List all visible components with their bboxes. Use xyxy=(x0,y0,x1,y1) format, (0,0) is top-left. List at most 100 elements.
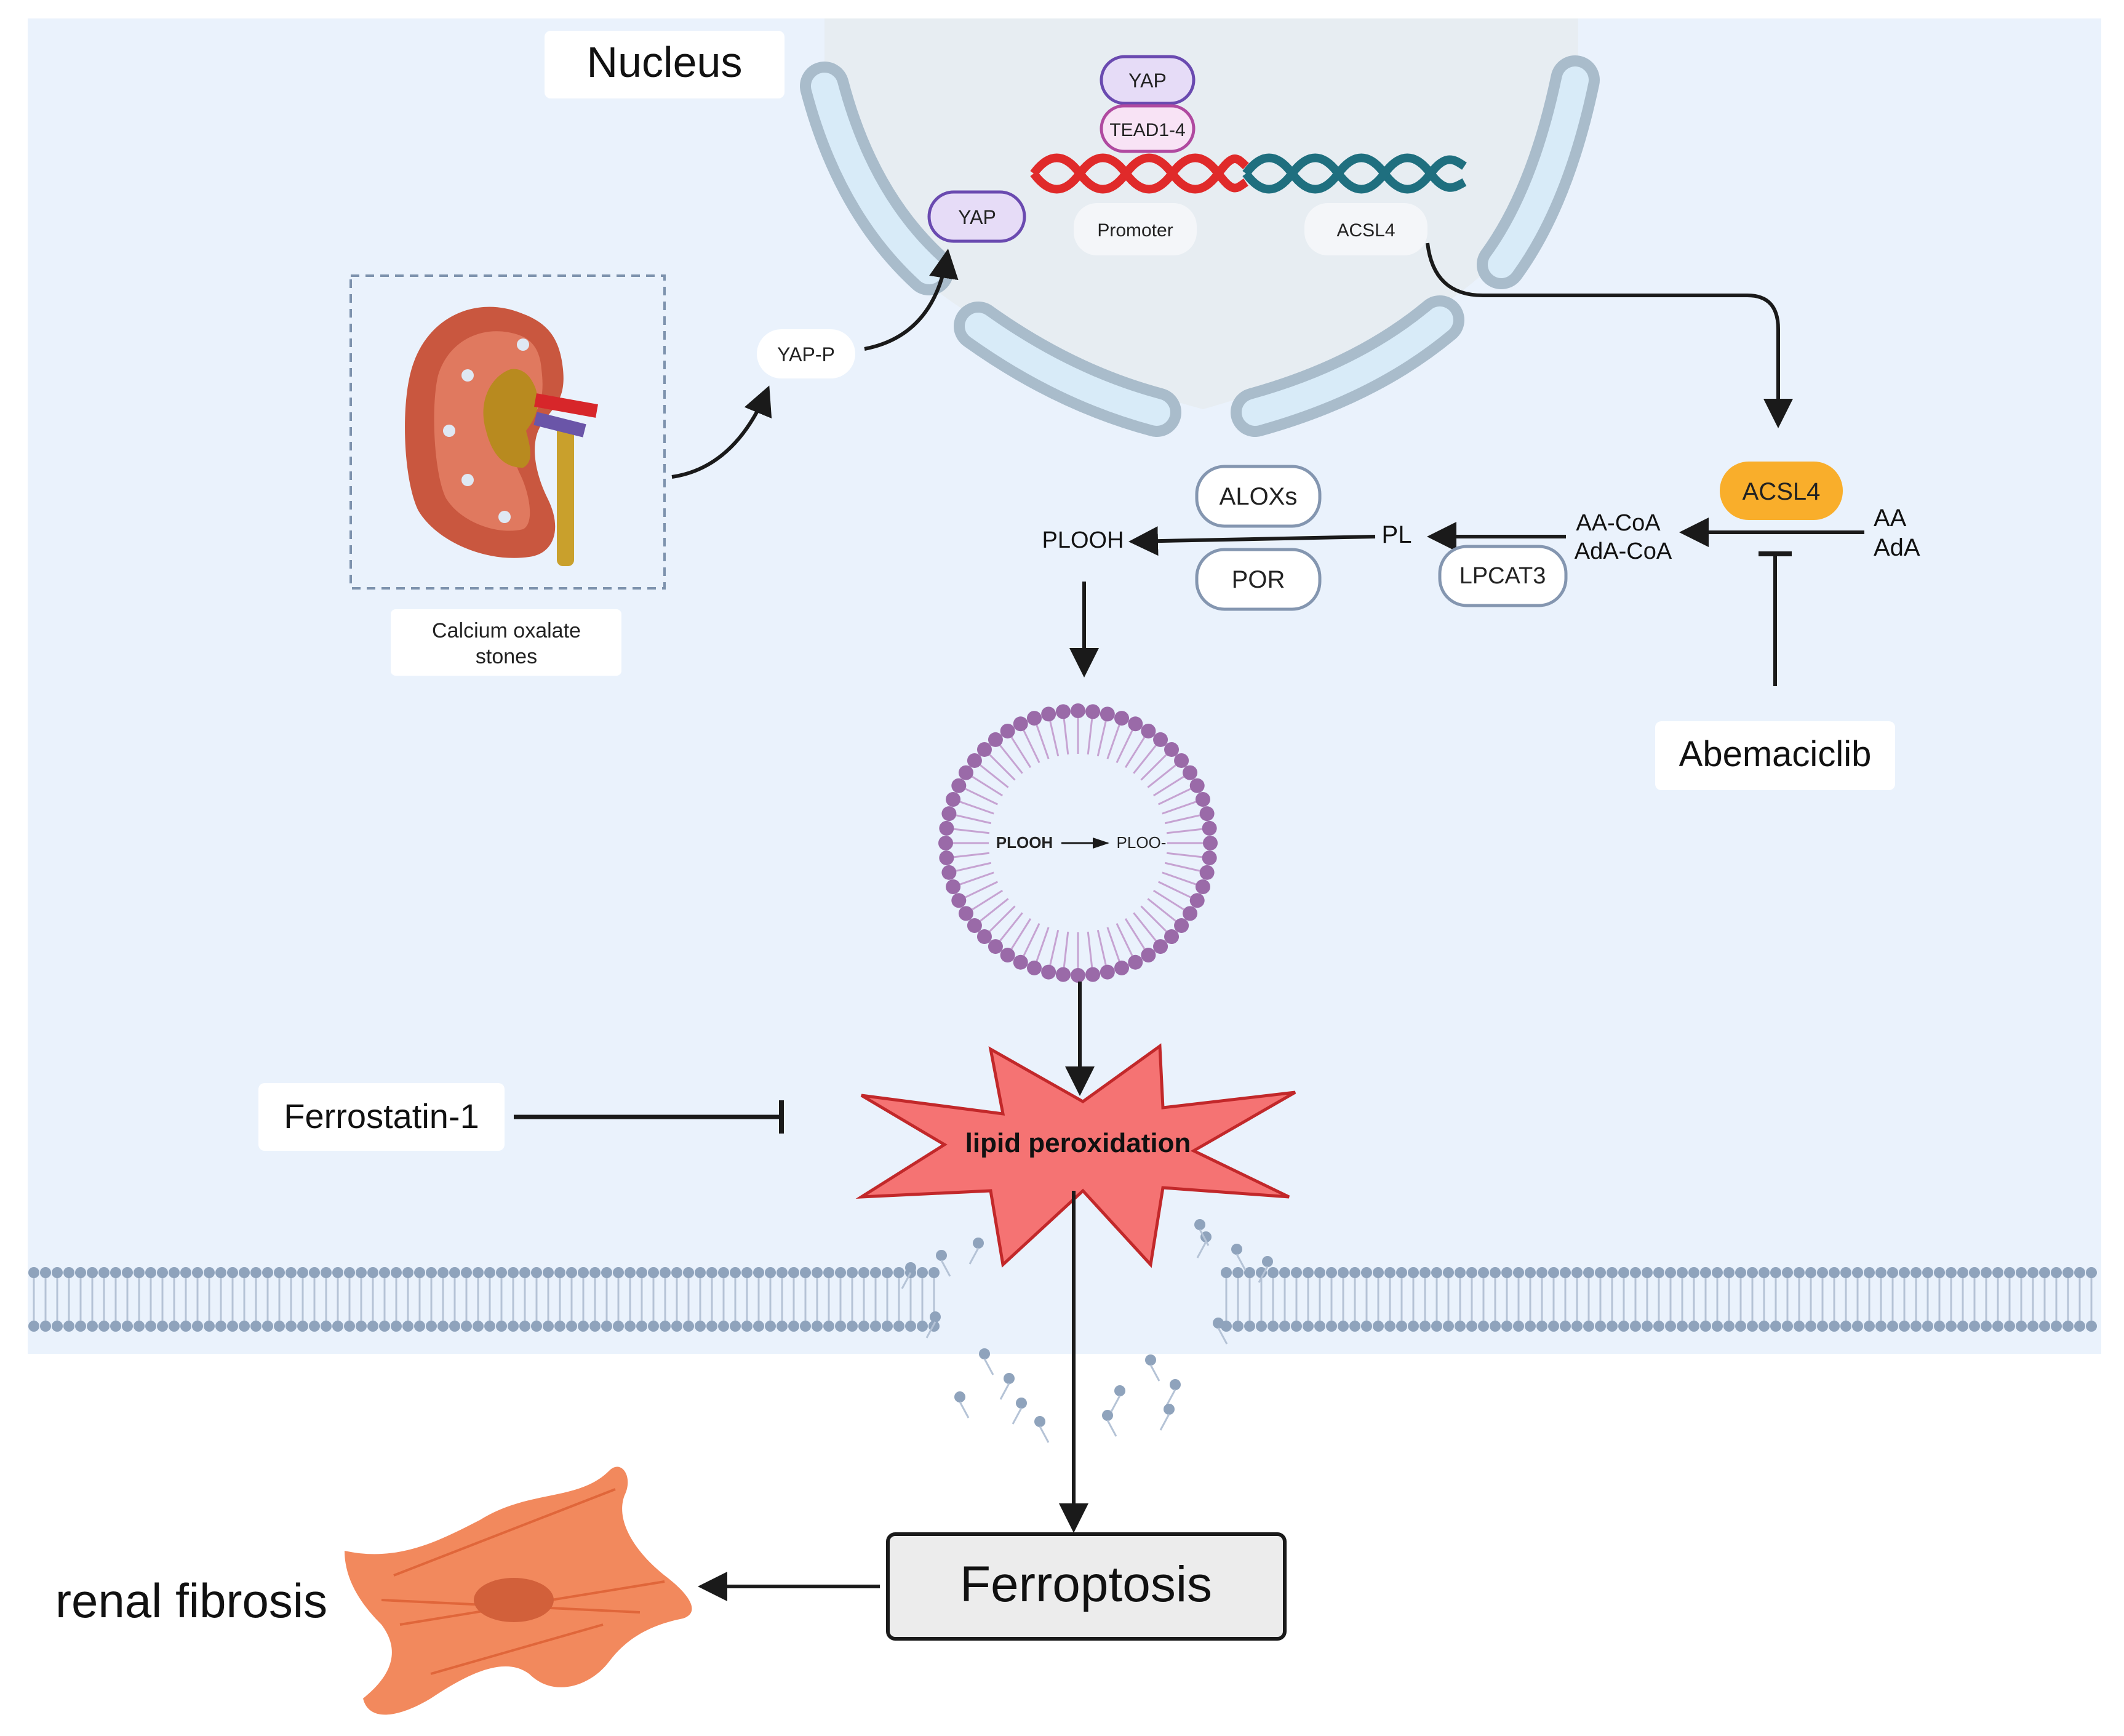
vesicle-lipid-tail xyxy=(980,764,1009,788)
lipid-fragment-tail xyxy=(1039,1426,1050,1443)
membrane-lipid-head-inner xyxy=(496,1321,507,1332)
membrane-lipid-head-outer xyxy=(928,1267,940,1278)
vesicle-lipid-head xyxy=(939,850,954,866)
membrane-lipid-head-outer xyxy=(1384,1267,1395,1278)
vesicle-lipid-head xyxy=(1000,723,1015,738)
membrane-lipid-head-inner xyxy=(1794,1321,1805,1332)
membrane-lipid-head-inner xyxy=(379,1321,390,1332)
membrane-lipid-head-outer xyxy=(543,1267,554,1278)
vesicle-lipid-head xyxy=(1128,716,1143,732)
membrane-lipid-head-inner xyxy=(367,1321,378,1332)
membrane-lipid-head-inner xyxy=(87,1321,98,1332)
membrane-lipid-head-outer xyxy=(882,1267,893,1278)
lipid-fragment-tail xyxy=(983,1358,994,1375)
vesicle-lipid-tail xyxy=(1010,737,1032,769)
membrane-lipid-head-outer xyxy=(2016,1267,2027,1278)
vesicle-lipid-tail xyxy=(1106,724,1120,759)
membrane-lipid-head-outer xyxy=(660,1267,671,1278)
lipid-fragment-tail xyxy=(1110,1395,1121,1412)
membrane-lipid-head-inner xyxy=(1256,1321,1267,1332)
membrane-lipid-head-inner xyxy=(391,1321,402,1332)
membrane-lipid-head-inner xyxy=(309,1321,320,1332)
membrane-lipid-head-inner xyxy=(613,1321,624,1332)
membrane-lipid-head-outer xyxy=(695,1267,706,1278)
vesicle-lipid-tail xyxy=(959,801,994,815)
membrane-lipid-head-outer xyxy=(578,1267,589,1278)
membrane-lipid-head-outer xyxy=(461,1267,472,1278)
membrane-lipid-head-outer xyxy=(2086,1267,2097,1278)
vesicle-lipid-head xyxy=(1013,716,1028,732)
membrane-lipid-head-inner xyxy=(519,1321,530,1332)
vesicle-lipid-head xyxy=(1055,704,1071,719)
membrane-lipid-head-outer xyxy=(683,1267,694,1278)
acsl4-gene-box xyxy=(1304,203,1427,255)
membrane-lipid-head-outer xyxy=(169,1267,180,1278)
membrane-lipid-head-outer xyxy=(122,1267,133,1278)
membrane-lipid-head-inner xyxy=(800,1321,811,1332)
membrane-lipid-head-outer xyxy=(1431,1267,1442,1278)
membrane-lipid-head-outer xyxy=(98,1267,110,1278)
membrane-lipid-head-inner xyxy=(192,1321,203,1332)
membrane-lipid-head-outer xyxy=(1642,1267,1653,1278)
membrane-lipid-head-inner xyxy=(1279,1321,1290,1332)
vesicle-lipid-tail xyxy=(972,889,1004,911)
vesicle-lipid-head xyxy=(1174,753,1189,768)
membrane-lipid-head-outer xyxy=(1583,1267,1594,1278)
membrane-lipid-head-inner xyxy=(414,1321,425,1332)
vesicle-lipid-tail xyxy=(999,745,1023,774)
membrane-lipid-head-outer xyxy=(730,1267,741,1278)
vesicle-lipid-tail xyxy=(1147,764,1176,788)
vesicle-lipid-head xyxy=(1100,964,1115,980)
vesicle-lipid-head xyxy=(1000,948,1015,963)
plasma-membrane xyxy=(28,1267,2097,1332)
vesicle-lipid-tail xyxy=(954,828,990,834)
coa-ada: AdA-CoA xyxy=(1575,538,1672,564)
membrane-lipid-head-inner xyxy=(578,1321,589,1332)
vesicle-lipid-tail xyxy=(1124,737,1146,769)
nuclear-pore-left xyxy=(800,62,954,295)
membrane-lipid-head-outer xyxy=(1677,1267,1688,1278)
vesicle-lipid-tail xyxy=(1133,912,1157,942)
membrane-lipid-head-outer xyxy=(1525,1267,1536,1278)
membrane-lipid-head-inner xyxy=(274,1321,285,1332)
membrane-lipid-head-outer xyxy=(753,1267,764,1278)
lipid-fragment-tail xyxy=(968,1247,980,1265)
vesicle-lipid-head xyxy=(941,806,957,822)
membrane-lipid-head-inner xyxy=(1946,1321,1957,1332)
lipid-fragment-tail xyxy=(925,1321,936,1338)
lipid-fragment-head xyxy=(1102,1410,1113,1421)
membrane-lipid-head-outer xyxy=(1688,1267,1699,1278)
membrane-lipid-head-inner xyxy=(882,1321,893,1332)
membrane-lipid-head-inner xyxy=(1630,1321,1641,1332)
vesicle-lipid-tail xyxy=(989,754,1016,781)
arrow-kidney-to-yapp xyxy=(671,385,772,479)
vesicle-lipid-tail xyxy=(1049,930,1060,966)
membrane-lipid-head-outer xyxy=(484,1267,495,1278)
membrane-lipid-head-inner xyxy=(332,1321,343,1332)
membrane-lipid-head-outer xyxy=(519,1267,530,1278)
membrane-lipid-head-inner xyxy=(1466,1321,1477,1332)
lipid-fragment-head xyxy=(1145,1354,1156,1366)
membrane-lipid-head-inner xyxy=(683,1321,694,1332)
acsl4-gene-label: ACSL4 xyxy=(1336,220,1395,241)
membrane-lipid-head-outer xyxy=(1490,1267,1501,1278)
membrane-lipid-head-inner xyxy=(636,1321,647,1332)
membrane-lipid-head-inner xyxy=(215,1321,226,1332)
membrane-lipid-head-outer xyxy=(391,1267,402,1278)
membrane-lipid-head-outer xyxy=(1232,1267,1244,1278)
ferrostatin-box xyxy=(258,1083,505,1151)
membrane-lipid-head-inner xyxy=(110,1321,121,1332)
membrane-lipid-head-outer xyxy=(1408,1267,1419,1278)
vesicle-lipid-tail xyxy=(954,852,990,858)
membrane-lipid-head-inner xyxy=(823,1321,834,1332)
membrane-lipid-head-inner xyxy=(1571,1321,1583,1332)
membrane-lipid-head-outer xyxy=(777,1267,788,1278)
membrane-lipid-head-outer xyxy=(297,1267,308,1278)
lipid-fragment-head xyxy=(1016,1398,1027,1409)
membrane-lipid-head-outer xyxy=(52,1267,63,1278)
membrane-lipid-head-outer xyxy=(321,1267,332,1278)
vesicle-lipid-tail xyxy=(1140,905,1167,932)
alox-label: ALOXs xyxy=(1220,483,1298,510)
membrane-lipid-head-outer xyxy=(812,1267,823,1278)
ferroptosis-label: Ferroptosis xyxy=(960,1556,1212,1612)
